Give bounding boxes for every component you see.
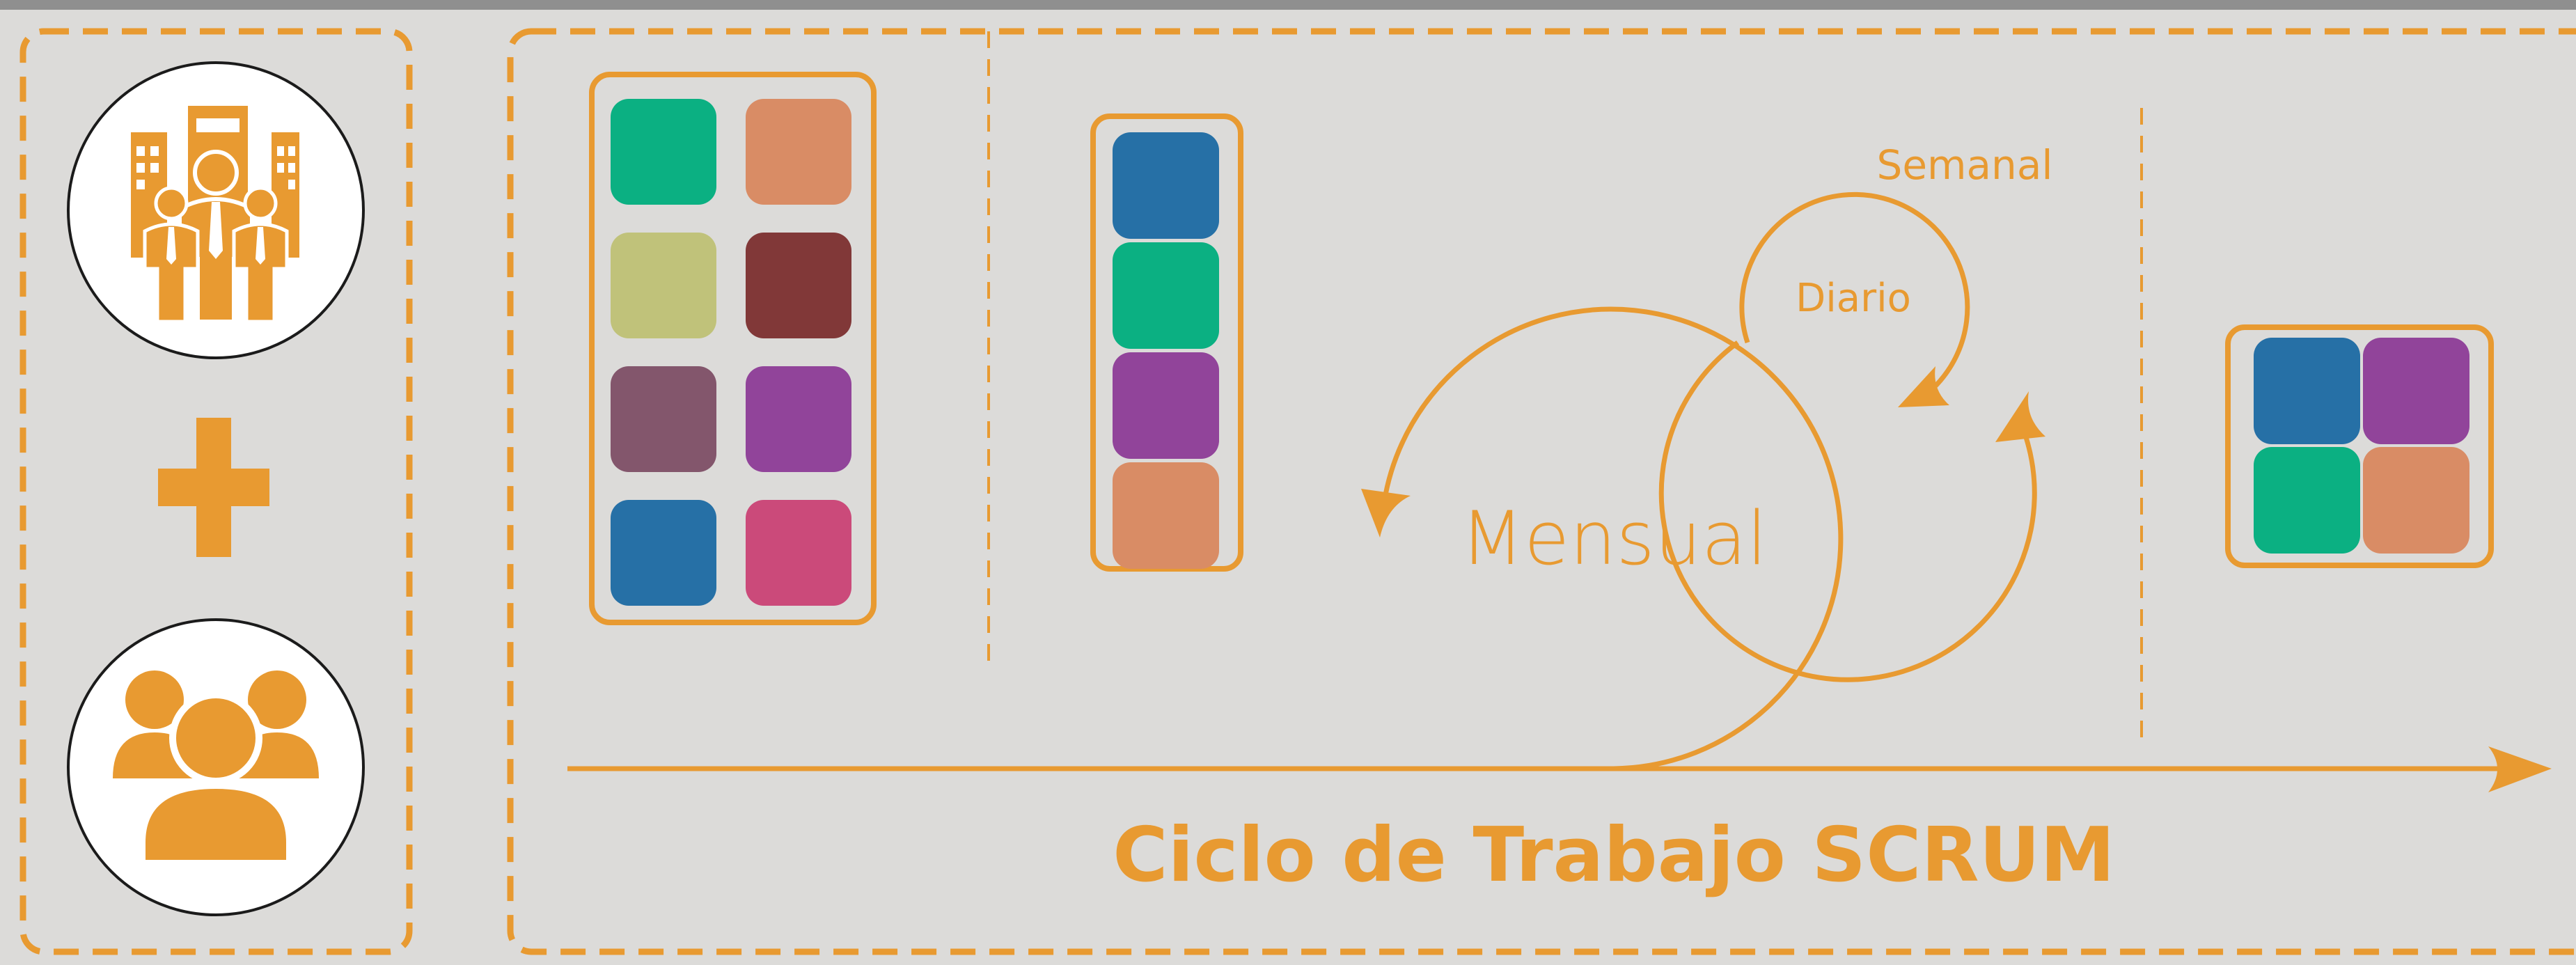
daily-arrowhead <box>1898 366 1949 407</box>
product-backlog-card-pink <box>746 500 851 606</box>
weekly-arrowhead <box>1995 391 2045 442</box>
team-circle <box>67 618 365 916</box>
increment <box>2254 338 2469 554</box>
scrum-cycle-panel <box>507 28 2576 955</box>
product-backlog-card-mauve <box>611 366 716 472</box>
product-backlog <box>611 99 851 606</box>
monthly-cycle-arrow <box>1381 306 1844 771</box>
daily-cycle-arrow <box>1739 191 1970 393</box>
product-backlog-card-green <box>611 99 716 205</box>
sprint-backlog-card-blue <box>1113 132 1219 239</box>
product-backlog-card-maroon <box>746 233 851 338</box>
sprint-backlog-card-salmon <box>1113 462 1219 569</box>
plus-icon <box>158 418 269 557</box>
stakeholders-panel <box>19 28 413 955</box>
weekly-label: Semanal <box>1877 141 2053 189</box>
monthly-arrowhead <box>1361 489 1411 538</box>
monthly-label: Mensual <box>1461 496 1768 581</box>
increment-card-blue <box>2254 338 2360 444</box>
company-circle <box>67 61 365 359</box>
sprint-backlog <box>1113 132 1219 569</box>
timeline-arrowhead <box>2488 746 2552 792</box>
business-team-icon <box>131 106 299 324</box>
weekly-cycle-arrow <box>1658 340 2037 682</box>
user-group-icon <box>113 670 319 867</box>
increment-card-purple <box>2363 338 2469 444</box>
diagram-title: Ciclo de Trabajo SCRUM <box>1113 812 2115 899</box>
top-bar <box>0 0 2576 10</box>
increment-card-green <box>2254 447 2360 554</box>
sprint-backlog-card-purple <box>1113 352 1219 459</box>
product-backlog-card-blue <box>611 500 716 606</box>
product-backlog-frame <box>589 72 877 625</box>
sprint-backlog-card-green <box>1113 242 1219 349</box>
product-backlog-card-olive <box>611 233 716 338</box>
increment-frame <box>2225 324 2494 568</box>
product-backlog-card-salmon <box>746 99 851 205</box>
daily-label: Diario <box>1796 276 1911 321</box>
increment-card-salmon <box>2363 447 2469 554</box>
product-backlog-card-purple <box>746 366 851 472</box>
